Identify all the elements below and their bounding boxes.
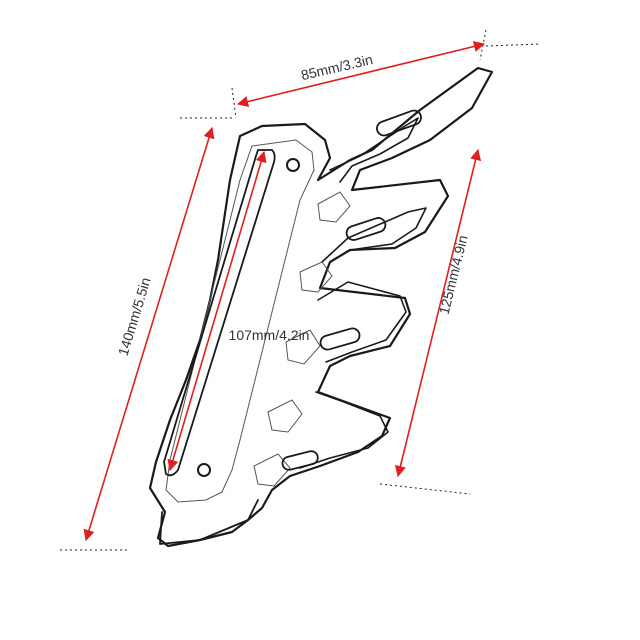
bracket-prong-4: [299, 391, 389, 469]
slot-hole-1: [376, 109, 422, 137]
dimension-arrow-width: [236, 40, 486, 108]
dimension-labels: 85mm/3.3in 125mm/4.9in 140mm/5.5in 107mm…: [115, 51, 471, 357]
bracket-prong-2: [321, 207, 427, 263]
ext-line-bottom-right: [379, 483, 471, 495]
long-slot: [163, 149, 276, 477]
dimension-label-slot: 107mm/4.2in: [229, 327, 310, 343]
bracket-boss-5: [253, 453, 291, 487]
slot-hole-3: [319, 327, 361, 351]
dimension-label-length: 140mm/5.5in: [115, 275, 154, 357]
dimension-label-width: 85mm/3.3in: [299, 51, 374, 83]
slot-hole-2: [345, 217, 387, 241]
dimension-arrow-slot: [167, 150, 267, 472]
mount-hole-bottom: [197, 463, 211, 477]
ext-line-top-right: [485, 43, 541, 47]
bracket-boss-1: [317, 191, 351, 223]
dimension-arrows: [83, 40, 486, 542]
bracket-boss-3: [285, 329, 321, 365]
bracket-prong-1: [329, 117, 419, 183]
ext-line-width-left: [231, 87, 237, 119]
slot-hole-4: [281, 450, 319, 471]
bracket-inner-flange: [165, 139, 315, 503]
mount-hole-top: [286, 158, 300, 172]
dimension-label-height: 125mm/4.9in: [436, 234, 471, 316]
bracket-boss-2: [299, 261, 333, 293]
bracket-boss-4: [267, 399, 303, 433]
dimension-arrow-length: [83, 126, 215, 542]
dimension-arrow-height: [394, 148, 482, 478]
